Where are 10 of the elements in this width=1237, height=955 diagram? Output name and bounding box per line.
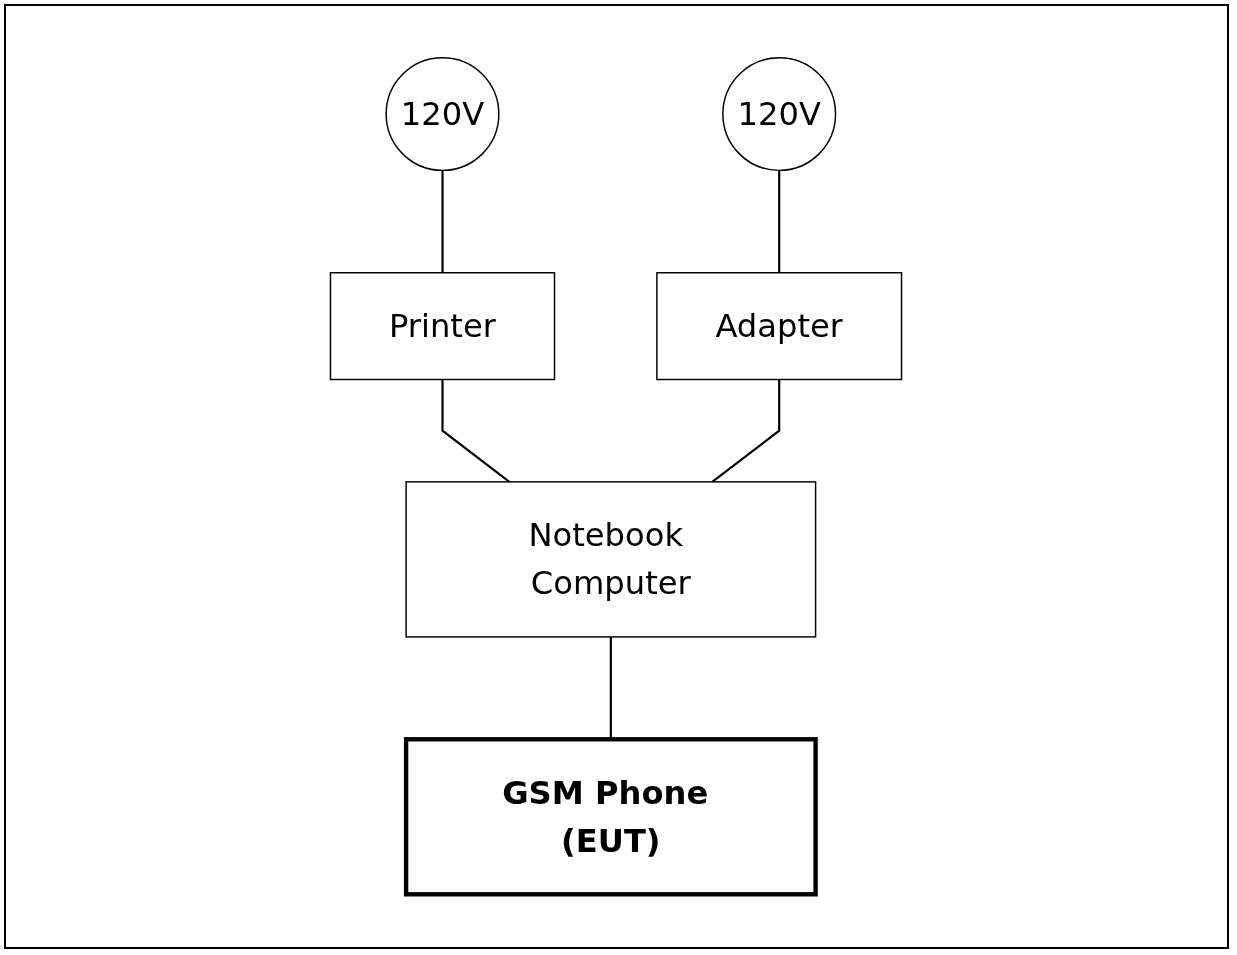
node-box: Printer: [329, 272, 556, 381]
connector: [778, 170, 781, 273]
connector: [441, 379, 511, 483]
node-box: Adapter: [656, 272, 903, 381]
node-circle: 120V: [385, 56, 500, 172]
connector: [441, 170, 444, 273]
node-box: Notebook Computer: [405, 481, 817, 638]
node-box: GSM Phone (EUT): [403, 737, 818, 897]
node-circle: 120V: [722, 56, 837, 172]
connector: [711, 379, 781, 483]
